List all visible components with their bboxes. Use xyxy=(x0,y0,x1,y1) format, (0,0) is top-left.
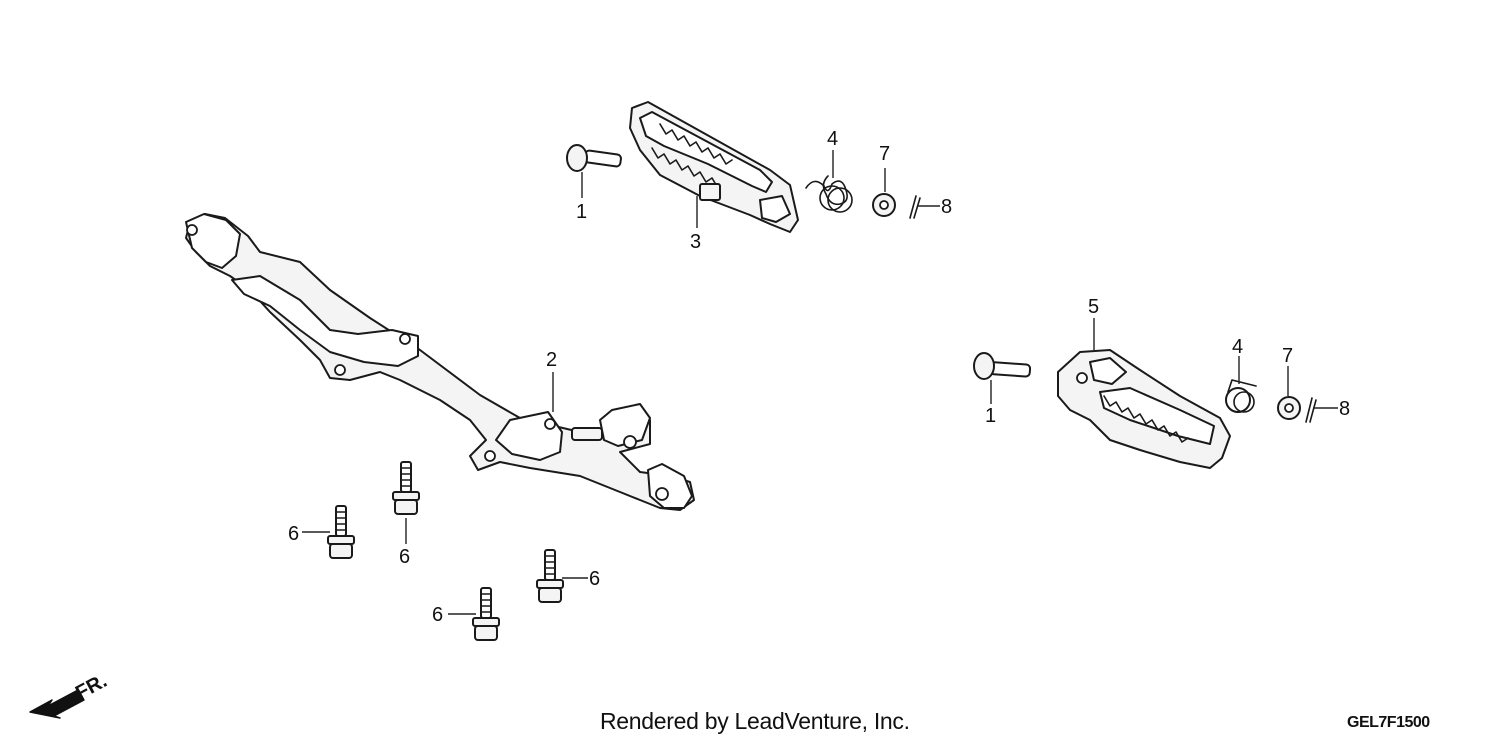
washer-upper[interactable] xyxy=(872,193,896,217)
callout-1-upper: 1 xyxy=(576,201,587,223)
leader-lines xyxy=(302,150,1338,615)
callout-7-upper: 7 xyxy=(879,143,890,165)
step-holder-frame[interactable] xyxy=(185,213,695,511)
spring-right[interactable] xyxy=(1225,379,1257,413)
bolt-b[interactable] xyxy=(392,461,420,515)
bolt-c[interactable] xyxy=(536,549,564,603)
washer-right[interactable] xyxy=(1277,396,1301,420)
callout-5: 5 xyxy=(1088,296,1099,318)
cotter-pin-right[interactable] xyxy=(1305,397,1317,423)
credit-text: Rendered by LeadVenture, Inc. xyxy=(600,708,910,734)
callout-1-right: 1 xyxy=(985,405,996,427)
bolt-a[interactable] xyxy=(327,505,355,559)
callout-6-a: 6 xyxy=(288,523,299,545)
spring-upper[interactable] xyxy=(805,175,853,213)
callout-4-right: 4 xyxy=(1232,336,1243,358)
callout-8-right: 8 xyxy=(1339,398,1350,420)
callout-6-c: 6 xyxy=(589,568,600,590)
bolt-d[interactable] xyxy=(472,587,500,641)
front-direction-arrow-icon: FR. xyxy=(29,670,111,719)
callout-3: 3 xyxy=(690,231,701,253)
step-bar-right[interactable] xyxy=(1057,349,1231,469)
step-pin-upper[interactable] xyxy=(566,144,622,172)
callout-8-upper: 8 xyxy=(941,196,952,218)
step-bar-upper[interactable] xyxy=(629,101,799,233)
callout-2: 2 xyxy=(546,349,557,371)
callout-6-b: 6 xyxy=(399,546,410,568)
step-pin-right[interactable] xyxy=(973,352,1032,380)
callout-6-d: 6 xyxy=(432,604,443,626)
cotter-pin-upper[interactable] xyxy=(909,195,921,219)
diagram-code: GEL7F1500 xyxy=(1347,714,1430,731)
callout-4-upper: 4 xyxy=(827,128,838,150)
callout-7-right: 7 xyxy=(1282,345,1293,367)
